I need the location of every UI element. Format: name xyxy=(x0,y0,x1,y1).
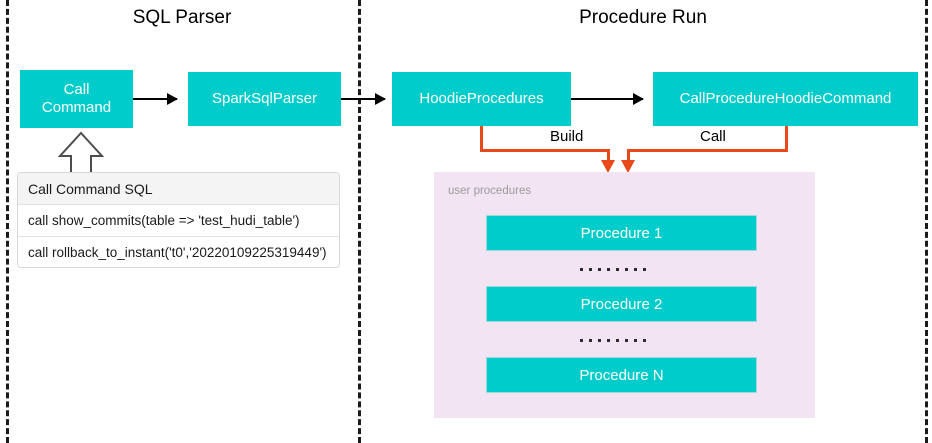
procedure-item-n[interactable]: Procedure N xyxy=(486,357,757,393)
call-command-sql-table: Call Command SQL call show_commits(table… xyxy=(17,172,340,268)
build-connector-vertical-right xyxy=(607,149,610,165)
node-call-procedure-hoodie-command[interactable]: CallProcedureHoodieCommand xyxy=(653,72,918,126)
arrow-spark-sql-parser-to-hoodie-procedures xyxy=(341,93,386,105)
edge-label-call: Call xyxy=(695,128,731,145)
call-arrowhead-icon xyxy=(621,160,635,173)
ellipsis-dots-1 xyxy=(580,268,646,271)
procedure-item-1[interactable]: Procedure 1 xyxy=(486,215,757,251)
sql-table-row: call show_commits(table => 'test_hudi_ta… xyxy=(18,205,339,237)
call-connector-vertical-right xyxy=(785,126,788,152)
user-procedures-label: user procedures xyxy=(448,185,532,197)
call-connector-vertical-left xyxy=(627,149,630,165)
node-call-command[interactable]: Call Command xyxy=(20,70,133,128)
node-spark-sql-parser[interactable]: SparkSqlParser xyxy=(188,72,341,126)
up-arrow-icon xyxy=(57,131,105,177)
sql-table-row: call rollback_to_instant('t0','202201092… xyxy=(28,245,327,260)
divider-left xyxy=(6,0,9,443)
arrow-call-command-to-spark-sql-parser xyxy=(133,93,178,105)
divider-right xyxy=(925,0,928,443)
node-call-command-line2: Command xyxy=(41,99,112,116)
divider-middle xyxy=(358,0,361,443)
build-arrowhead-icon xyxy=(601,160,615,173)
build-connector-vertical-left xyxy=(480,126,483,152)
section-title-procedure-run: Procedure Run xyxy=(579,7,707,28)
node-call-command-line1: Call xyxy=(63,81,90,98)
build-connector-horizontal xyxy=(480,149,610,152)
node-hoodie-procedures[interactable]: HoodieProcedures xyxy=(392,72,571,126)
ellipsis-dots-2 xyxy=(580,339,646,342)
procedure-item-2[interactable]: Procedure 2 xyxy=(486,286,757,322)
call-connector-horizontal xyxy=(627,149,788,152)
sql-table-header: Call Command SQL xyxy=(18,173,339,205)
edge-label-build: Build xyxy=(545,128,589,145)
section-title-sql-parser: SQL Parser xyxy=(132,7,232,28)
arrow-hoodie-procedures-to-call-procedure-hoodie-command xyxy=(571,93,644,105)
